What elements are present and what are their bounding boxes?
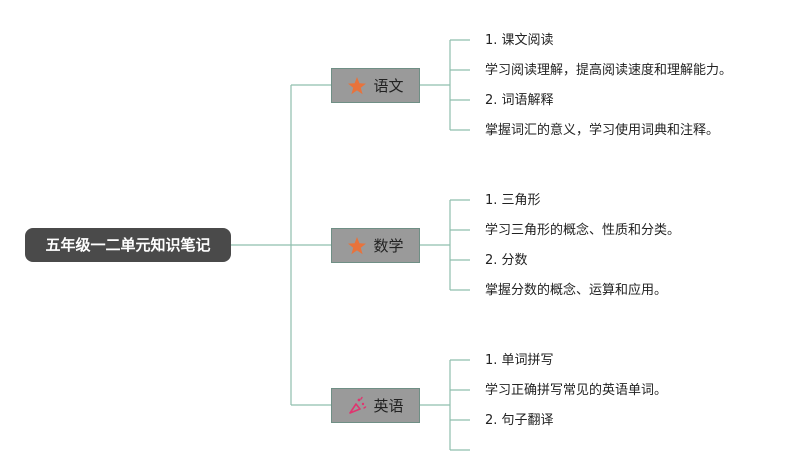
leaf-item[interactable]: 学习正确拼写常见的英语单词。 <box>485 383 668 398</box>
leaf-item[interactable]: 掌握词汇的意义，学习使用词典和注释。 <box>485 123 720 138</box>
branch-label-math: 数学 <box>373 237 404 255</box>
root-topic-label: 五年级一二单元知识笔记 <box>45 236 211 254</box>
leaf-item[interactable]: 1. 单词拼写 <box>485 353 554 368</box>
leaf-item[interactable]: 2. 分数 <box>485 253 528 268</box>
star-icon <box>347 236 367 256</box>
leaf-item[interactable]: 掌握分数的概念、运算和应用。 <box>485 283 668 298</box>
star-icon <box>347 76 367 96</box>
leaf-item[interactable]: 1. 三角形 <box>485 193 541 208</box>
branch-chinese[interactable]: 语文 <box>331 68 420 103</box>
celebration-icon <box>347 396 367 416</box>
leaf-ticks-math <box>450 199 470 291</box>
leaf-item[interactable]: 1. 课文阅读 <box>485 33 554 48</box>
leaf-item[interactable]: 学习阅读理解，提高阅读速度和理解能力。 <box>485 63 733 78</box>
branch-english[interactable]: 英语 <box>331 388 420 423</box>
branch-label-english: 英语 <box>373 397 404 415</box>
branch-label-chinese: 语文 <box>373 77 404 95</box>
leaf-item[interactable]: 学习三角形的概念、性质和分类。 <box>485 223 681 238</box>
branch-math[interactable]: 数学 <box>331 228 420 263</box>
leaf-item[interactable]: 2. 句子翻译 <box>485 413 554 428</box>
root-topic[interactable]: 五年级一二单元知识笔记 <box>25 228 231 262</box>
leaf-ticks-english <box>450 359 470 451</box>
leaf-ticks-chinese <box>450 39 470 131</box>
leaf-item[interactable]: 2. 词语解释 <box>485 93 554 108</box>
